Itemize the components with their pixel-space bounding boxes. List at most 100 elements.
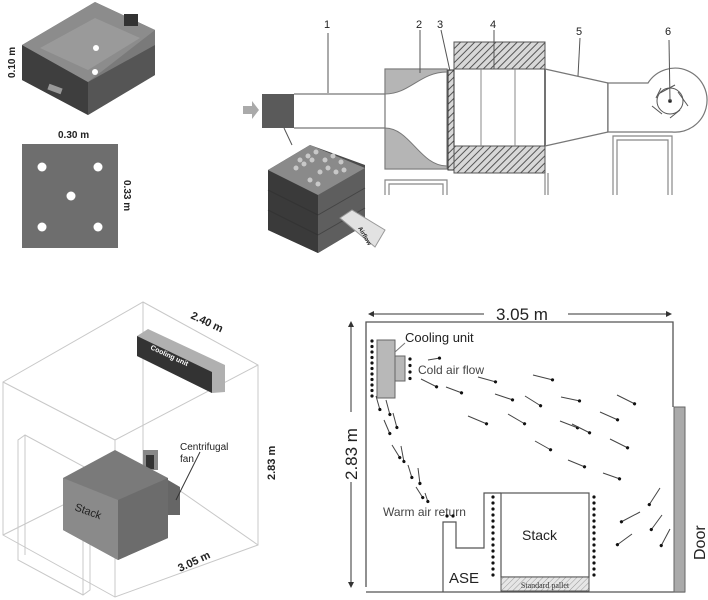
flow-arrow-icon <box>524 395 543 408</box>
flow-dot <box>592 501 596 505</box>
flow-arrow-icon <box>427 356 442 361</box>
standard-pallet <box>500 576 590 592</box>
room-width-label: 3.05 m <box>176 549 212 574</box>
flow-arrow-icon <box>619 511 641 524</box>
flow-dot <box>491 495 495 499</box>
fan-label: Centrifugal <box>180 442 228 453</box>
flow-arrow-icon <box>392 412 399 430</box>
tray-hole <box>92 69 98 75</box>
panel-b-wind-tunnel: 1 2 3 4 5 6 Airflow <box>243 19 708 253</box>
flow-dots <box>370 339 596 577</box>
flow-arrow-icon <box>615 533 633 547</box>
flow-dot <box>370 350 374 354</box>
sample-box <box>262 94 294 128</box>
flow-arrow-icon <box>560 396 582 403</box>
door-label: Door <box>692 525 708 560</box>
cooling-fan-box <box>394 355 406 382</box>
flow-dot <box>592 567 596 571</box>
flow-dot <box>408 370 412 374</box>
flow-dot <box>592 555 596 559</box>
flow-dot <box>370 377 374 382</box>
fan-callout-line <box>175 451 201 501</box>
flow-arrow-icon <box>507 413 527 426</box>
cooling-unit-3d: Cooling unit <box>137 329 225 393</box>
stack-box <box>500 492 590 578</box>
flow-arrow-icon <box>567 459 587 469</box>
flow-arrow-icon <box>602 472 622 481</box>
flow-dot <box>408 357 412 361</box>
honeycomb-screen <box>447 69 455 171</box>
flow-arrows <box>375 356 671 548</box>
room-depth-label: 2.40 m <box>189 310 225 335</box>
flow-arrow-icon <box>559 420 580 430</box>
flow-dot <box>370 366 374 371</box>
flow-dot <box>592 531 596 535</box>
flow-dot <box>491 531 495 535</box>
fan-label-2: fan <box>180 454 194 465</box>
flow-dot <box>592 573 596 577</box>
stack-cube-3d: Stack <box>63 450 180 560</box>
callout-4: 4 <box>490 19 496 31</box>
flow-dot <box>491 561 495 565</box>
flow-arrow-icon <box>616 394 637 406</box>
flow-arrow-icon <box>375 395 382 412</box>
flow-dot <box>370 355 374 360</box>
room-height-label: 2.83 m <box>266 446 278 480</box>
flow-dot <box>592 561 596 565</box>
flow-dot <box>592 513 596 517</box>
tray-hole <box>93 162 103 172</box>
flow-dot <box>408 376 412 381</box>
room-height-dim: 2.83 m <box>342 428 361 480</box>
flow-dot <box>370 383 374 387</box>
flow-arrow-icon <box>609 438 630 450</box>
flow-dot <box>370 361 374 365</box>
panel-a-tray: 0.10 m 0.30 m 0.33 m <box>7 2 155 248</box>
door <box>673 406 686 593</box>
flow-dot <box>592 507 596 511</box>
flow-arrow-icon <box>445 386 464 395</box>
callout-5: 5 <box>576 26 582 38</box>
inlet-arrow-icon <box>243 101 259 119</box>
pallet-label: Standard pallet <box>521 581 570 590</box>
flow-dot <box>491 519 495 523</box>
insulation-top <box>453 41 546 70</box>
callout-lines <box>283 29 671 146</box>
callout-2: 2 <box>416 19 422 31</box>
flow-dot <box>592 549 596 553</box>
flow-dot <box>451 514 455 518</box>
flow-arrow-icon <box>659 528 671 548</box>
flow-arrow-icon <box>417 467 422 486</box>
callout-6: 6 <box>665 26 671 38</box>
flow-dot <box>592 537 596 541</box>
stack-label-2d: Stack <box>522 527 558 543</box>
flow-arrow-icon <box>424 492 430 504</box>
flow-dot <box>445 514 449 518</box>
flow-arrow-icon <box>407 464 414 480</box>
tray-hole <box>37 162 47 172</box>
flow-arrow-icon <box>400 445 406 464</box>
flow-dot <box>370 339 374 343</box>
flow-dot <box>491 549 495 553</box>
flow-arrow-icon <box>534 440 553 452</box>
flow-dot <box>491 525 495 529</box>
room-width-dim: 3.05 m <box>496 305 548 324</box>
callout-3: 3 <box>437 19 443 31</box>
ase-label: ASE <box>449 570 479 587</box>
flow-dot <box>592 519 596 523</box>
flow-dot <box>370 372 374 376</box>
stands <box>384 135 673 195</box>
tray-depth-label: 0.33 m <box>121 180 132 211</box>
flow-dot <box>491 567 495 571</box>
flow-dot <box>491 555 495 559</box>
tray-hole <box>93 222 103 232</box>
flow-arrow-icon <box>599 411 620 422</box>
flow-arrow-icon <box>532 374 555 382</box>
cooling-unit-label-2d: Cooling unit <box>405 330 474 345</box>
flow-arrow-icon <box>649 514 663 532</box>
flow-arrow-icon <box>415 486 425 500</box>
flow-dot <box>408 363 412 368</box>
cooling-unit <box>376 339 396 399</box>
tray-hole <box>66 191 76 201</box>
flow-arrow-icon <box>420 378 439 389</box>
flow-dot <box>491 537 495 541</box>
